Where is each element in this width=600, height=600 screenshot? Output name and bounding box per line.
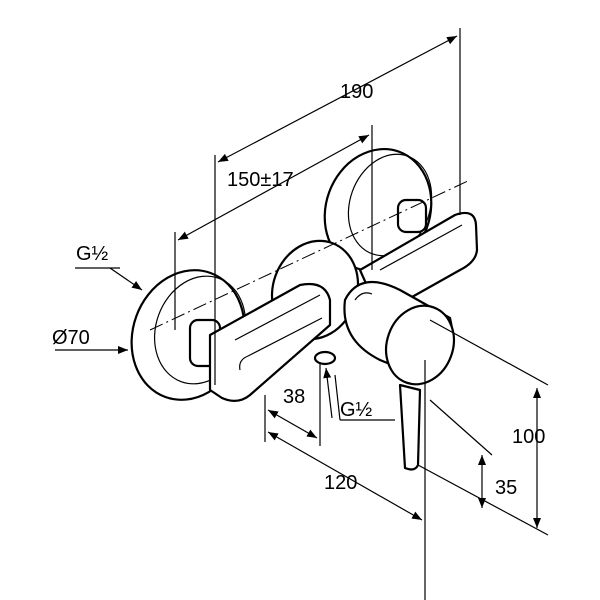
dim-120: 120 — [324, 472, 358, 494]
lever-handle — [398, 383, 422, 471]
mixer-cartridge-body — [343, 280, 455, 386]
left-arm — [208, 282, 332, 402]
dimension-lines — [55, 35, 541, 528]
dim-g-half-inlet: G½ — [76, 243, 109, 265]
dim-100: 100 — [512, 426, 546, 448]
dim-38: 38 — [283, 386, 306, 408]
dim-150-17: 150±17 — [227, 169, 294, 191]
outlet — [313, 350, 337, 366]
dim-diameter-70: Ø70 — [52, 327, 90, 349]
dim-35: 35 — [495, 477, 518, 499]
dim-g-half-outlet: G½ — [340, 399, 373, 421]
dim-190: 190 — [340, 81, 374, 103]
